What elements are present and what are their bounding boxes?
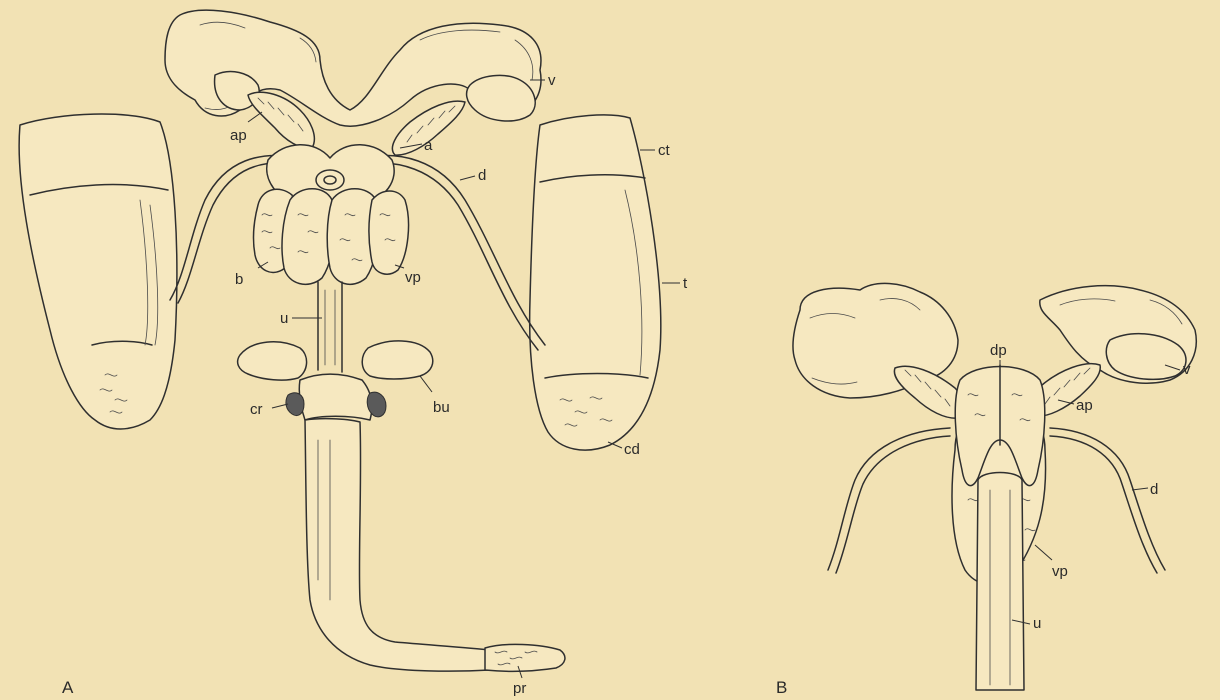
label-ct-a-text: ct: [658, 142, 671, 159]
label-dp-b-text: dp: [990, 342, 1007, 359]
label-cr-a-text: cr: [250, 401, 263, 418]
label-bu-a: bu: [420, 376, 450, 416]
penis-a: [305, 419, 565, 672]
label-ap-a: ap: [230, 112, 262, 144]
testis-right-a: [530, 115, 661, 450]
label-d-a: d: [460, 167, 486, 184]
label-u-a-text: u: [280, 310, 288, 327]
label-pr-a-text: pr: [513, 680, 526, 697]
label-t-a-text: t: [683, 275, 688, 292]
testis-left-a: [19, 114, 177, 429]
label-u-b-text: u: [1033, 615, 1041, 632]
urethra-b: [976, 473, 1024, 691]
label-v-b-text: v: [1183, 361, 1191, 378]
label-b-a-text: b: [235, 271, 243, 288]
label-a-a-text: a: [424, 137, 433, 154]
label-d-a-text: d: [478, 167, 486, 184]
label-v-a-text: v: [548, 72, 556, 89]
panel-a-letter: A: [62, 678, 74, 697]
panel-b: dp v ap d vp u B: [776, 283, 1196, 697]
label-bu-a-text: bu: [433, 399, 450, 416]
label-cd-a-text: cd: [624, 441, 640, 458]
label-cd-a: cd: [608, 441, 640, 458]
panel-b-letter: B: [776, 678, 787, 697]
panel-a: ap a v ct d t b vp: [19, 10, 688, 697]
label-ct-a: ct: [640, 142, 671, 159]
label-u-a: u: [280, 310, 322, 327]
label-d-b-text: d: [1150, 481, 1158, 498]
urethra-a: [238, 282, 433, 420]
label-ap-a-text: ap: [230, 127, 247, 144]
label-vp-b: vp: [1035, 545, 1068, 580]
label-cr-a: cr: [250, 401, 288, 418]
label-vp-a-text: vp: [405, 269, 421, 286]
prostate-a: [254, 145, 409, 285]
label-ap-b-text: ap: [1076, 397, 1093, 414]
label-t-a: t: [662, 275, 688, 292]
label-d-b: d: [1132, 481, 1158, 498]
seminal-vesicles-a: [165, 10, 541, 126]
label-vp-b-text: vp: [1052, 563, 1068, 580]
